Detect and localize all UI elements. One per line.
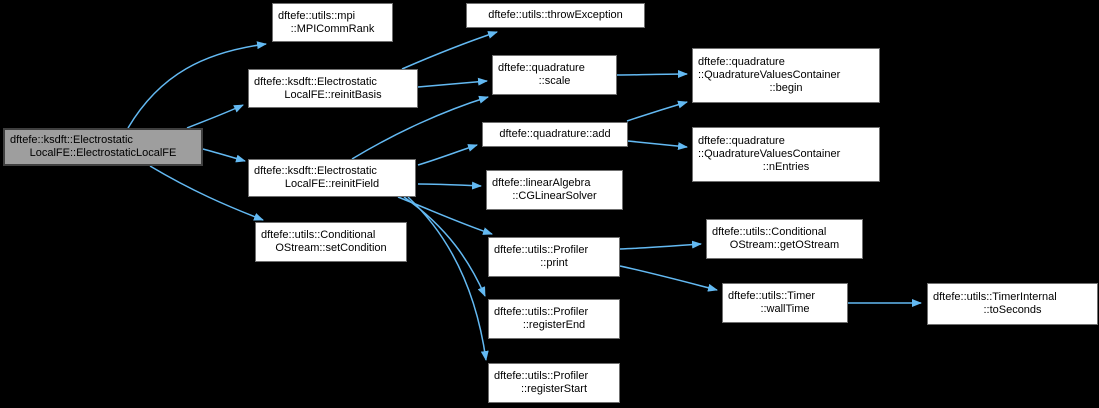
node-label-line: dftefe::utils::mpi <box>278 9 356 22</box>
node-label-line: ::scale <box>538 75 571 87</box>
node-mpi-comm-rank[interactable]: dftefe::utils::mpi ::MPICommRank <box>272 3 393 42</box>
node-label-line: ::toSeconds <box>983 304 1042 316</box>
node-quadrature-scale[interactable]: dftefe::quadrature ::scale <box>492 55 617 95</box>
node-profiler-register-end[interactable]: dftefe::utils::Profiler ::registerEnd <box>488 299 620 339</box>
node-label-line: LocalFE::reinitBasis <box>284 88 382 101</box>
edge-add-to-begin <box>626 100 688 122</box>
edge-reinitField-to-registerStart <box>407 196 489 361</box>
node-label-line: ::registerStart <box>520 383 588 395</box>
node-label-line: dftefe::utils::Profiler <box>494 306 589 318</box>
node-label-line: ::registerEnd <box>522 319 586 331</box>
node-cg-linear-solver[interactable]: dftefe::linearAlgebra ::CGLinearSolver <box>486 170 623 210</box>
node-label-line: dftefe::utils::Timer <box>728 290 816 302</box>
node-label-line: dftefe::quadrature <box>698 56 785 68</box>
edge-reinitBasis-to-scale <box>417 77 488 88</box>
node-label-line: dftefe::ksdft::Electrostatic <box>10 134 133 146</box>
node-label-line: dftefe::utils::throwException <box>488 9 623 21</box>
edge-profilerPrint-to-getOStream <box>619 240 702 250</box>
node-label-line: LocalFE::reinitField <box>284 178 380 190</box>
node-reinit-basis[interactable]: dftefe::ksdft::Electrostatic LocalFE::re… <box>248 69 418 108</box>
node-label-line: dftefe::quadrature <box>498 62 585 74</box>
node-label-line: ::CGLinearSolver <box>512 190 597 202</box>
edge-scale-to-begin <box>616 70 688 79</box>
edge-root-to-mpiCommRank <box>127 41 267 129</box>
node-label-line: ::nEntries <box>762 161 810 173</box>
node-set-condition[interactable]: dftefe::utils::Conditional OStream::setC… <box>255 222 407 262</box>
node-label-line: ::QuadratureValuesContainer <box>698 148 841 160</box>
node-profiler-print[interactable]: dftefe::utils::Profiler ::print <box>488 237 620 277</box>
node-quadrature-add[interactable]: dftefe::quadrature::add <box>482 122 628 147</box>
node-label-line: dftefe::linearAlgebra <box>492 177 591 189</box>
edge-reinitField-to-add <box>417 144 478 166</box>
edge-root-to-reinitBasis <box>186 104 244 129</box>
node-label-line: ::wallTime <box>760 303 810 315</box>
node-throw-exception[interactable]: dftefe::utils::throwException <box>466 3 645 28</box>
node-get-ostream[interactable]: dftefe::utils::Conditional OStream::getO… <box>706 219 863 259</box>
edge-reinitField-to-registerEnd <box>403 196 486 297</box>
node-label-line: ::MPICommRank <box>290 22 375 35</box>
node-label-line: dftefe::ksdft::Electrostatic <box>254 165 377 177</box>
node-label-line: ::QuadratureValuesContainer <box>698 69 841 81</box>
node-label-line: dftefe::utils::Profiler <box>494 244 589 256</box>
node-reinit-field[interactable]: dftefe::ksdft::Electrostatic LocalFE::re… <box>248 159 416 197</box>
node-label-line: dftefe::quadrature <box>698 135 785 147</box>
node-timer-walltime[interactable]: dftefe::utils::Timer ::wallTime <box>722 283 848 323</box>
node-label-line: dftefe::utils::Profiler <box>494 370 589 382</box>
node-profiler-register-start[interactable]: dftefe::utils::Profiler ::registerStart <box>488 363 620 403</box>
node-label-line: dftefe::quadrature::add <box>499 128 611 140</box>
node-label-line: OStream::getOStream <box>729 239 840 251</box>
node-quadrature-values-container-nentries[interactable]: dftefe::quadrature ::QuadratureValuesCon… <box>692 127 880 182</box>
node-timer-internal-to-seconds[interactable]: dftefe::utils::TimerInternal ::toSeconds <box>927 283 1098 325</box>
node-label-line: OStream::setCondition <box>275 242 387 254</box>
node-label-line: ::print <box>540 257 568 269</box>
node-label-line: LocalFE::ElectrostaticLocalFE <box>29 147 177 159</box>
edge-reinitBasis-to-throwException <box>401 31 498 70</box>
edge-add-to-nEntries <box>627 140 688 151</box>
edge-profilerPrint-to-wallTime <box>619 265 718 292</box>
node-label-line: dftefe::utils::Conditional <box>712 226 827 238</box>
node-label-line: dftefe::utils::Conditional <box>261 229 376 241</box>
node-label-line: dftefe::utils::TimerInternal <box>933 291 1057 303</box>
node-quadrature-values-container-begin[interactable]: dftefe::quadrature ::QuadratureValuesCon… <box>692 48 880 103</box>
node-electrostatic-localfe[interactable]: dftefe::ksdft::Electrostatic LocalFE::El… <box>3 128 203 166</box>
edge-reinitField-to-cgLinearSolver <box>417 181 482 190</box>
edge-reinitField-to-profilerPrint <box>397 196 493 235</box>
node-label-line: ::begin <box>769 82 803 94</box>
node-label-line: dftefe::ksdft::Electrostatic <box>254 75 377 88</box>
edge-root-to-reinitField <box>202 148 246 163</box>
edge-root-to-setCondition <box>149 165 264 221</box>
